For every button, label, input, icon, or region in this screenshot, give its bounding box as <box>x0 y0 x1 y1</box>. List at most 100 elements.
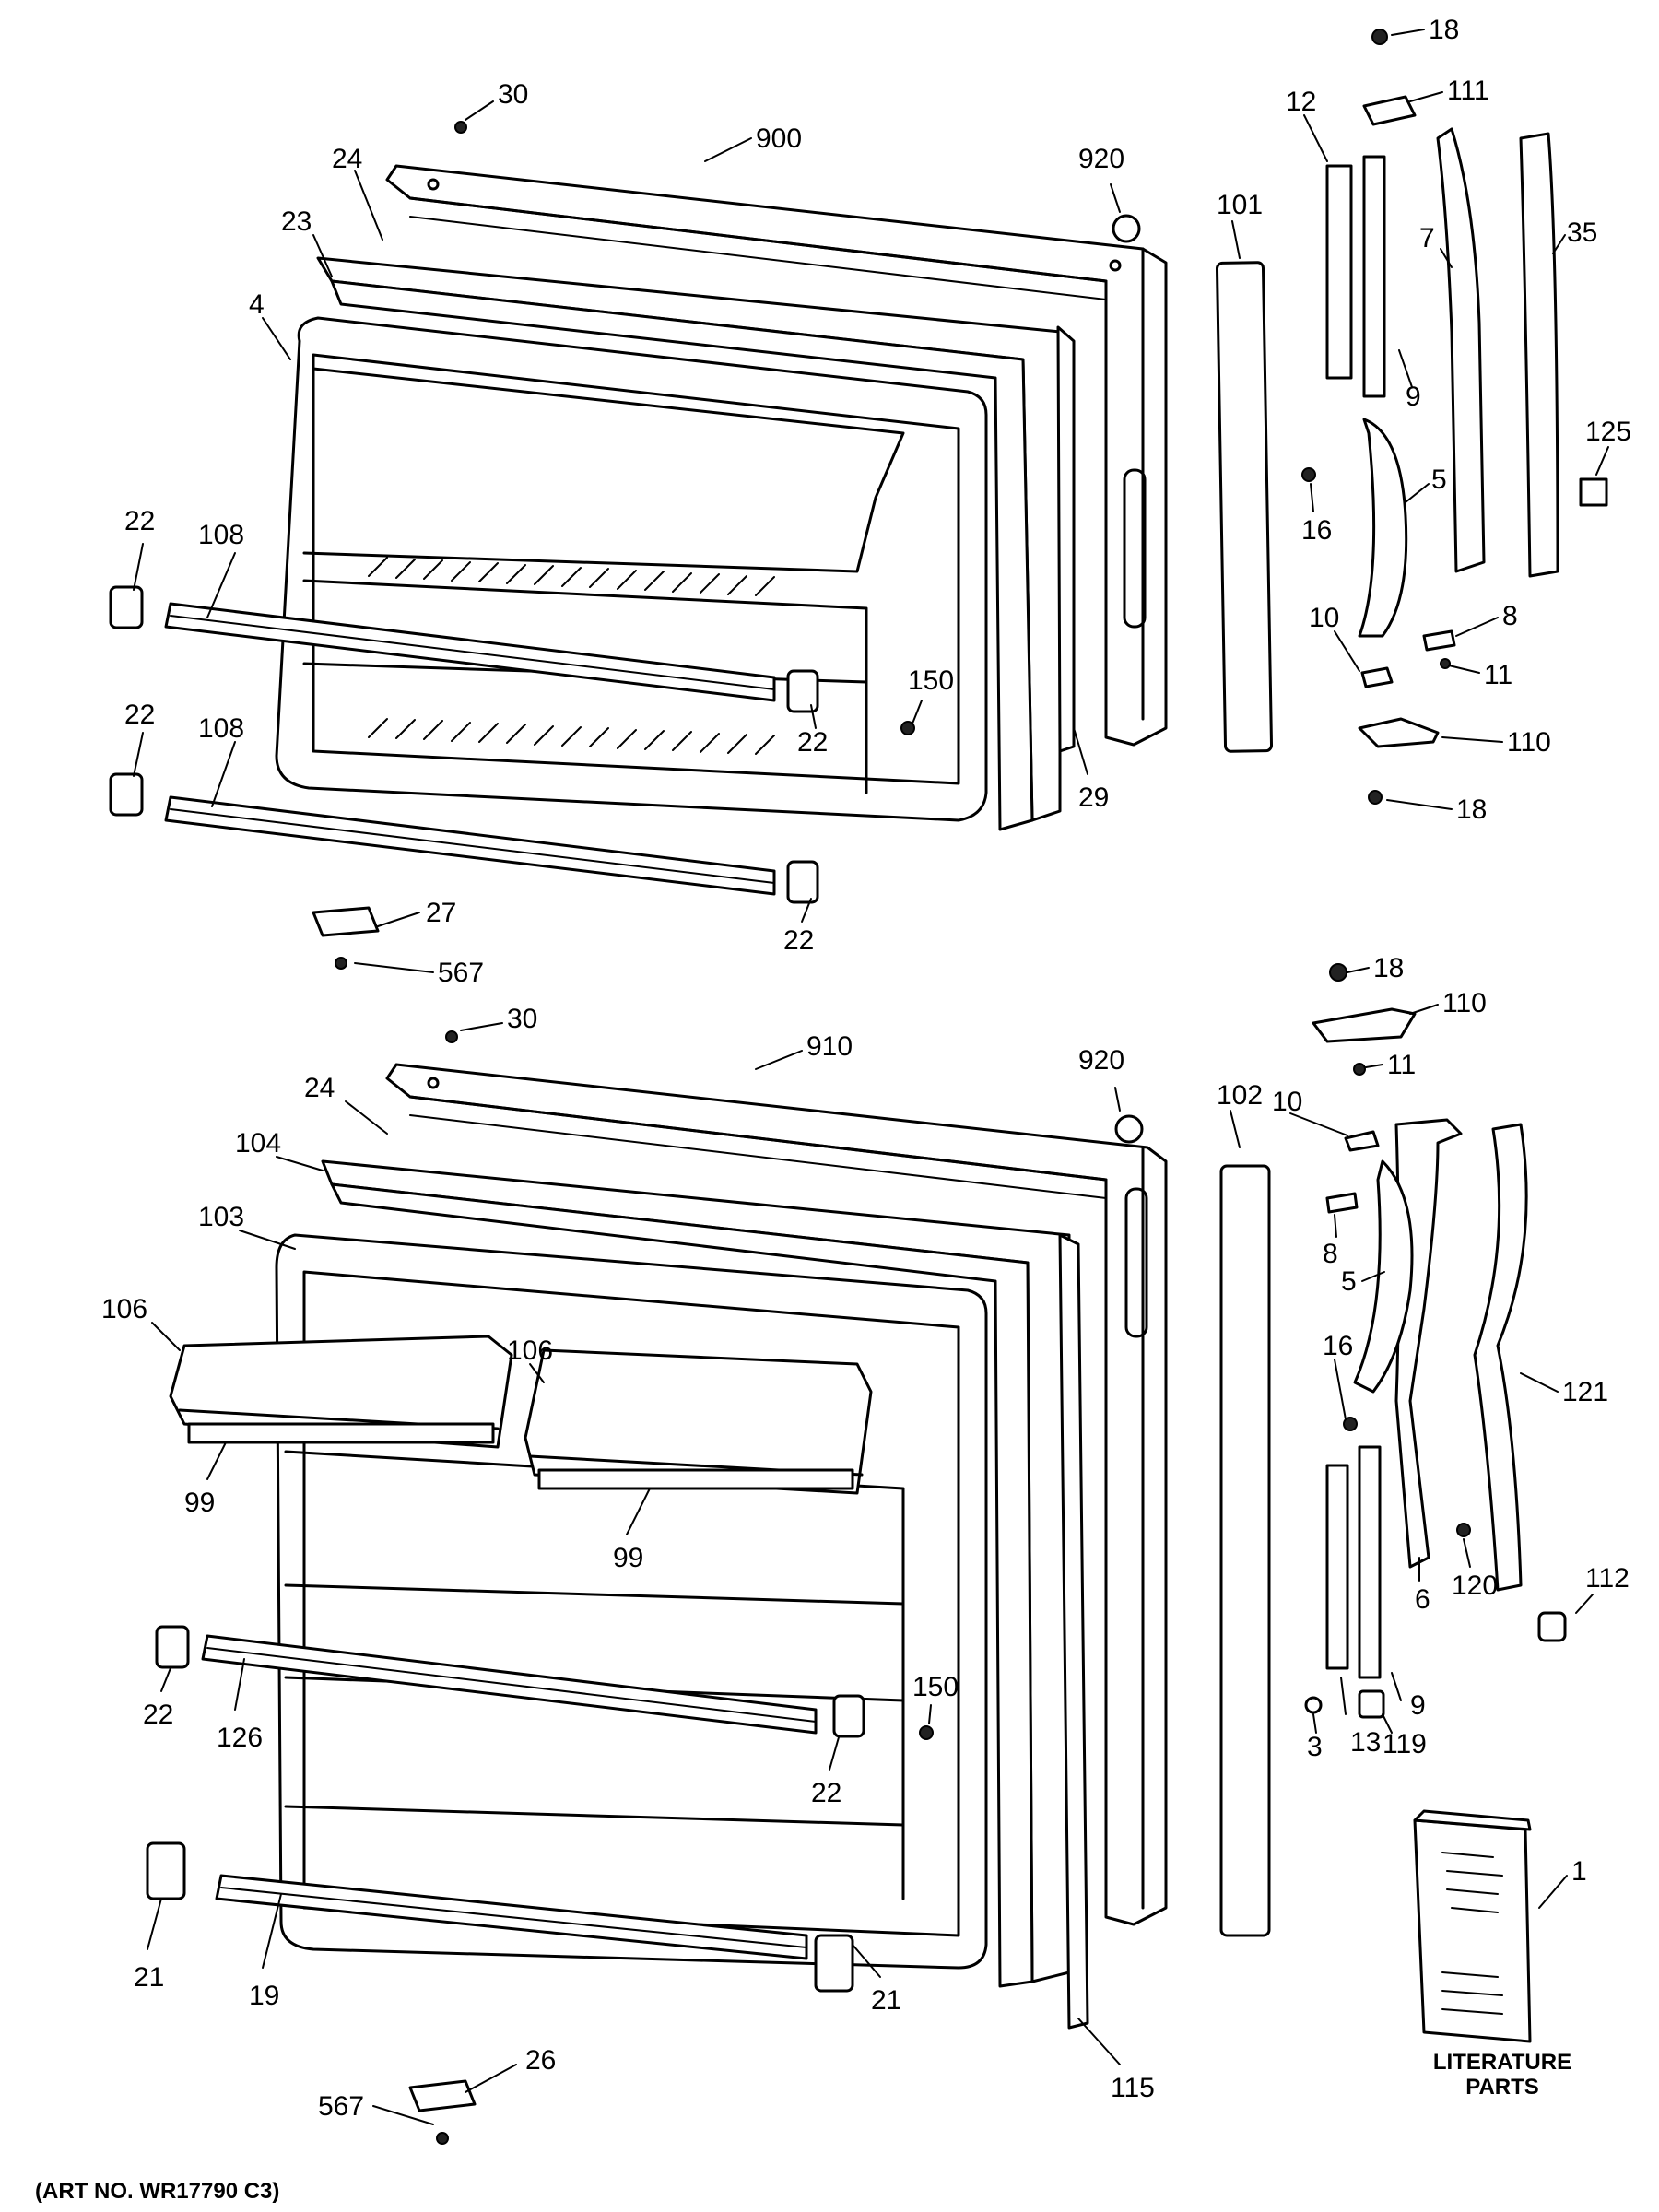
freezer-handle-top-screw <box>1371 29 1388 45</box>
callout: 150 <box>912 1672 959 1702</box>
fresh-food-trim-strip <box>1219 1164 1271 1937</box>
fresh-food-gasket <box>321 1159 1071 1988</box>
callout: 21 <box>134 1962 164 1993</box>
callout: 30 <box>507 1004 537 1034</box>
ff-handle-cap-bottom <box>1358 1689 1385 1719</box>
freezer-door-assembly: 30 900 920 24 23 4 101 108 108 22 22 22 … <box>109 79 1274 988</box>
ff-handle-plug <box>1537 1611 1567 1642</box>
callout: 567 <box>438 958 484 988</box>
ff-handle <box>1353 1159 1414 1394</box>
freezer-handle-leaders <box>1303 29 1609 810</box>
callout: 18 <box>1456 794 1487 825</box>
freezer-top-screw <box>454 121 467 134</box>
literature-label-line1: LITERATURE <box>1433 2050 1571 2075</box>
callout: 110 <box>1507 727 1551 758</box>
freezer-handle-cap-top <box>1362 95 1417 126</box>
freezer-handle-callouts: 18 111 12 9 7 35 125 16 5 10 8 11 110 18 <box>1286 15 1631 825</box>
literature-label-line2: PARTS <box>1465 2075 1539 2100</box>
callout: 22 <box>143 1700 173 1730</box>
fresh-food-shelf-end-clips <box>146 1625 865 1993</box>
freezer-door-panel <box>385 164 1168 747</box>
callout: 22 <box>797 727 828 758</box>
ff-handle-cover <box>1473 1123 1528 1592</box>
callout: 16 <box>1323 1331 1353 1361</box>
callout: 121 <box>1562 1377 1608 1407</box>
freezer-spacer <box>1056 325 1076 753</box>
callout: 21 <box>871 1985 901 2016</box>
callout: 900 <box>756 124 802 154</box>
freezer-handle-screw <box>1301 467 1316 482</box>
freezer-handle-pad <box>1579 477 1608 507</box>
freezer-liner-ribs <box>368 557 775 755</box>
freezer-plug <box>1112 214 1141 243</box>
callout: 106 <box>507 1335 553 1366</box>
freezer-door-liner <box>275 316 988 822</box>
literature-parts: 1 LITERATURE PARTS <box>1413 1809 1587 2100</box>
freezer-handle-bottom-screw <box>1368 790 1382 805</box>
freezer-shelf-end-clips <box>109 585 819 904</box>
callout: 10 <box>1272 1087 1302 1117</box>
callout: 120 <box>1452 1571 1498 1601</box>
callout: 19 <box>249 1981 279 2011</box>
ff-handle-trim <box>1394 1118 1463 1569</box>
ff-handle-screw <box>1343 1417 1358 1431</box>
callout: 9 <box>1410 1690 1426 1721</box>
fresh-food-bin-right <box>524 1348 873 1495</box>
ff-handle-mount <box>1344 1130 1380 1152</box>
callout: 910 <box>806 1031 853 1062</box>
ff-handle-washer <box>1304 1696 1323 1714</box>
fresh-food-handle-assembly: 18 110 11 10 8 5 16 6 121 120 9 13 3 119… <box>1272 953 1630 1762</box>
callout: 920 <box>1078 1045 1124 1076</box>
callout: 22 <box>124 700 155 730</box>
callout: 29 <box>1078 782 1109 813</box>
freezer-shelf-front-lower <box>164 795 776 896</box>
callout: 102 <box>1217 1080 1263 1111</box>
fresh-food-door-assembly: 30 910 920 24 104 103 106 106 99 99 126 … <box>101 1004 1271 2145</box>
callout: 104 <box>235 1128 281 1159</box>
freezer-handle <box>1358 418 1408 638</box>
ff-handle-cap-top <box>1312 1007 1417 1043</box>
callout: 13 <box>1350 1727 1381 1758</box>
callout: 108 <box>198 520 244 550</box>
callout: 5 <box>1431 465 1447 495</box>
ff-handle-screw-small <box>1353 1063 1366 1076</box>
fresh-food-plug <box>1114 1114 1144 1144</box>
freezer-trim-strip <box>1215 261 1274 753</box>
callout: 8 <box>1323 1239 1338 1269</box>
fresh-food-hinge-plate <box>408 2079 477 2145</box>
freezer-hinge-plate <box>312 906 380 970</box>
ff-handle-callouts: 18 110 11 10 8 5 16 6 121 120 9 13 3 119… <box>1272 953 1630 1762</box>
fresh-food-shelf-front-lower <box>215 1874 808 1960</box>
callout: 22 <box>783 925 814 956</box>
literature-callout: 1 <box>1571 1856 1587 1887</box>
freezer-handle-bar <box>1362 155 1386 398</box>
callout: 30 <box>498 79 528 110</box>
callout: 110 <box>1442 988 1487 1018</box>
freezer-handle-assembly: 18 111 12 9 7 35 125 16 5 10 8 11 110 18 <box>1286 15 1631 825</box>
callout: 6 <box>1415 1584 1430 1615</box>
callout: 920 <box>1078 144 1124 174</box>
callout: 3 <box>1307 1732 1323 1762</box>
freezer-shelf-front-upper <box>164 602 776 702</box>
callout: 11 <box>1387 1050 1416 1080</box>
callout: 12 <box>1286 87 1316 117</box>
callout: 112 <box>1585 1563 1630 1594</box>
fresh-food-top-screw <box>445 1030 458 1043</box>
callout: 22 <box>124 506 155 536</box>
fresh-food-callouts: 30 910 920 24 104 103 106 106 99 99 126 … <box>101 1004 1263 2122</box>
callout: 23 <box>281 206 312 237</box>
callout: 8 <box>1502 601 1518 631</box>
callout: 106 <box>101 1294 147 1324</box>
ff-handle-strip <box>1325 1464 1349 1670</box>
callout: 22 <box>811 1778 841 1808</box>
callout: 11 <box>1484 660 1512 690</box>
fresh-food-spacer <box>1058 1233 1089 2030</box>
art-number: (ART NO. WR17790 C3) <box>35 2179 279 2204</box>
ff-handle-top-screw <box>1329 963 1347 982</box>
callout: 24 <box>332 144 362 174</box>
freezer-handle-cover <box>1519 132 1559 578</box>
freezer-handle-strip <box>1325 164 1353 380</box>
callout: 567 <box>318 2091 364 2122</box>
literature-text-lines <box>1441 1852 1503 2015</box>
ff-handle-bottom-screw <box>1456 1523 1471 1537</box>
